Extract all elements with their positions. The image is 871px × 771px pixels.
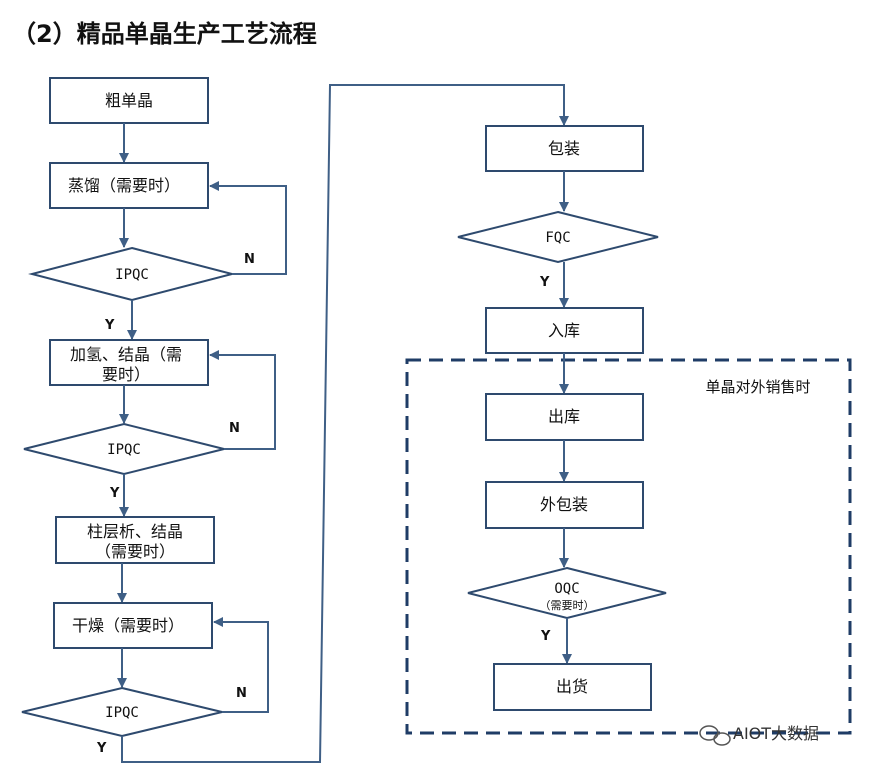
watermark: AIOT大数据 <box>699 724 819 746</box>
node-store-out-label: 出库 <box>548 407 580 426</box>
node-ship-label: 出货 <box>556 677 588 696</box>
branch-y3: Y <box>96 741 107 756</box>
watermark-text: AIOT大数据 <box>733 724 819 743</box>
decision-oqc-label: OQC <box>554 581 579 597</box>
decision-fqc-label: FQC <box>545 230 570 246</box>
decision-oqc-note: （需要时） <box>540 599 595 612</box>
branch-y1: Y <box>104 318 115 333</box>
branch-n2: N <box>229 421 240 436</box>
node-outer-pack-label: 外包装 <box>540 495 588 514</box>
node-column-label-2: （需要时） <box>95 542 175 561</box>
loop-ipqc3-dry <box>213 617 269 713</box>
node-hydro-label-1: 加氢、结晶（需 <box>70 345 182 364</box>
branch-y5: Y <box>540 629 551 644</box>
node-ship <box>493 663 652 711</box>
node-distill <box>49 162 209 209</box>
node-pack <box>485 125 644 172</box>
group-border <box>405 358 852 735</box>
node-distill-label: 蒸馏（需要时） <box>68 176 180 195</box>
node-hydro-label-2: 要时） <box>102 365 150 384</box>
decision-ipqc1-label: IPQC <box>115 267 149 283</box>
node-outer-pack <box>485 481 644 529</box>
node-hydro <box>49 339 209 386</box>
node-store-out <box>485 393 644 441</box>
decision-ipqc2-label: IPQC <box>107 442 141 458</box>
decision-fqc <box>457 210 659 264</box>
node-column-label-1: 柱层析、结晶 <box>87 522 183 541</box>
branch-y2: Y <box>109 486 120 501</box>
node-column <box>55 516 215 564</box>
node-dry <box>53 602 213 649</box>
edge-ipqc3-pack <box>121 84 569 763</box>
wechat-icon <box>699 725 731 746</box>
loop-ipqc1-distill <box>209 181 287 275</box>
node-crude-label: 粗单晶 <box>105 91 153 110</box>
branch-n3: N <box>236 686 247 701</box>
node-pack-label: 包装 <box>548 139 580 158</box>
decision-ipqc3-label: IPQC <box>105 705 139 721</box>
node-store-in <box>485 307 644 354</box>
node-store-in-label: 入库 <box>548 321 580 340</box>
page-title: （2）精品单晶生产工艺流程 <box>12 20 317 48</box>
branch-n1: N <box>244 252 255 267</box>
loop-ipqc2-hydro <box>209 350 276 450</box>
node-dry-label: 干燥（需要时） <box>72 616 184 635</box>
node-crude <box>49 77 209 124</box>
branch-y4: Y <box>539 275 550 290</box>
group-label: 单晶对外销售时 <box>705 378 810 396</box>
